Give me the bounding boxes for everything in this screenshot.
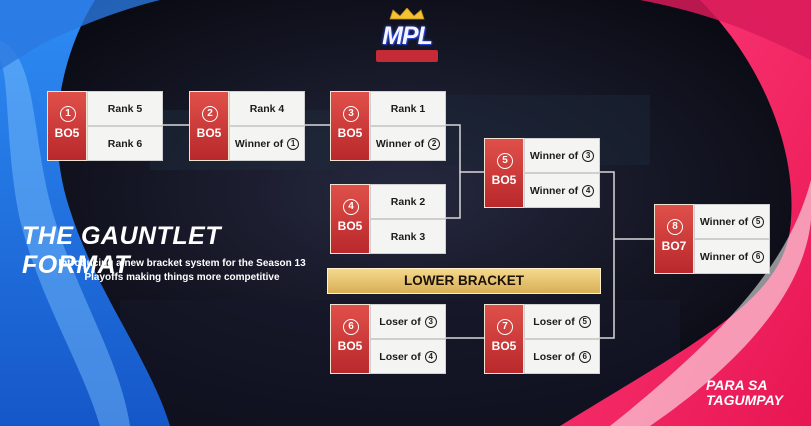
match-format: BO5 xyxy=(54,126,80,140)
match-slot: Rank 6 xyxy=(87,126,163,161)
slot-label: Loser of xyxy=(379,315,421,328)
match-number: 6 xyxy=(343,319,359,335)
match-seed: 5 BO5 xyxy=(484,138,524,208)
match-number: 4 xyxy=(343,199,359,215)
match-slot: Rank 1 xyxy=(370,91,446,126)
match-ref: 4 xyxy=(582,184,595,197)
slot-label: Winner of xyxy=(699,250,749,263)
match-format: BO7 xyxy=(661,239,687,253)
match-slot: Rank 2 xyxy=(370,184,446,219)
match-ref: 5 xyxy=(752,215,765,228)
match-format: BO5 xyxy=(491,339,517,353)
match-seed: 7 BO5 xyxy=(484,304,524,374)
match-format: BO5 xyxy=(337,126,363,140)
match-number: 5 xyxy=(497,153,513,169)
tagline: PARA SA TAGUMPAY xyxy=(706,378,802,408)
match-format: BO5 xyxy=(337,339,363,353)
match-ref: 1 xyxy=(287,137,300,150)
match-ref: 4 xyxy=(424,350,437,363)
match-ref: 5 xyxy=(578,315,591,328)
match-format: BO5 xyxy=(337,219,363,233)
page-subtitle: Introducing a new bracket system for the… xyxy=(58,258,306,283)
slot-label: Loser of xyxy=(533,350,575,363)
slot-label: Rank 4 xyxy=(249,102,285,115)
match-number: 8 xyxy=(667,219,683,235)
match-slot: Rank 4 xyxy=(229,91,305,126)
slot-label: Rank 2 xyxy=(390,195,426,208)
slot-label: Rank 6 xyxy=(107,137,143,150)
match-number: 7 xyxy=(497,319,513,335)
match-format: BO5 xyxy=(491,173,517,187)
slot-label: Rank 1 xyxy=(390,102,426,115)
match-seed: 2 BO5 xyxy=(189,91,229,161)
match-seed: 1 BO5 xyxy=(47,91,87,161)
match-ref: 3 xyxy=(424,315,437,328)
slot-label: Winner of xyxy=(375,137,425,150)
match-seed: 6 BO5 xyxy=(330,304,370,374)
blue-swoosh-top xyxy=(0,0,160,70)
event-logo-text: MPL xyxy=(382,22,433,50)
match-ref: 6 xyxy=(578,350,591,363)
tagline-line1: PARA SA xyxy=(706,377,768,393)
slot-label: Winner of xyxy=(529,184,579,197)
match-seed: 4 BO5 xyxy=(330,184,370,254)
match-number: 1 xyxy=(60,106,76,122)
blue-swoosh xyxy=(0,0,170,426)
pink-swoosh-top xyxy=(640,0,811,60)
slot-label: Loser of xyxy=(379,350,421,363)
match-seed: 3 BO5 xyxy=(330,91,370,161)
crown-icon xyxy=(389,8,425,20)
bracket-connectors xyxy=(163,124,655,339)
lower-bracket-banner: LOWER BRACKET xyxy=(327,268,601,294)
match-slot: Rank 3 xyxy=(370,219,446,254)
match-slot: Rank 5 xyxy=(87,91,163,126)
slot-label: Winner of xyxy=(699,215,749,228)
match-ref: 2 xyxy=(428,137,441,150)
slot-label: Winner of xyxy=(234,137,284,150)
match-4: 4 BO5 Rank 2 Rank 3 xyxy=(330,184,446,254)
slot-label: Rank 5 xyxy=(107,102,143,115)
slot-label: Winner of xyxy=(529,149,579,162)
blue-swoosh-highlight xyxy=(0,40,130,426)
match-ref: 6 xyxy=(752,250,765,263)
event-logo: MPL xyxy=(372,8,442,70)
pink-swoosh-highlight xyxy=(610,180,811,426)
slot-label: Rank 3 xyxy=(390,230,426,243)
event-logo-ribbon xyxy=(376,50,438,62)
match-ref: 3 xyxy=(582,149,595,162)
match-seed: 8 BO7 xyxy=(654,204,694,274)
match-format: BO5 xyxy=(196,126,222,140)
slot-label: Loser of xyxy=(533,315,575,328)
match-number: 3 xyxy=(343,106,359,122)
tagline-line2: TAGUMPAY xyxy=(706,392,783,408)
match-1: 1 BO5 Rank 5 Rank 6 xyxy=(47,91,163,161)
match-number: 2 xyxy=(202,106,218,122)
page-title: THE GAUNTLET FORMAT xyxy=(22,222,222,279)
